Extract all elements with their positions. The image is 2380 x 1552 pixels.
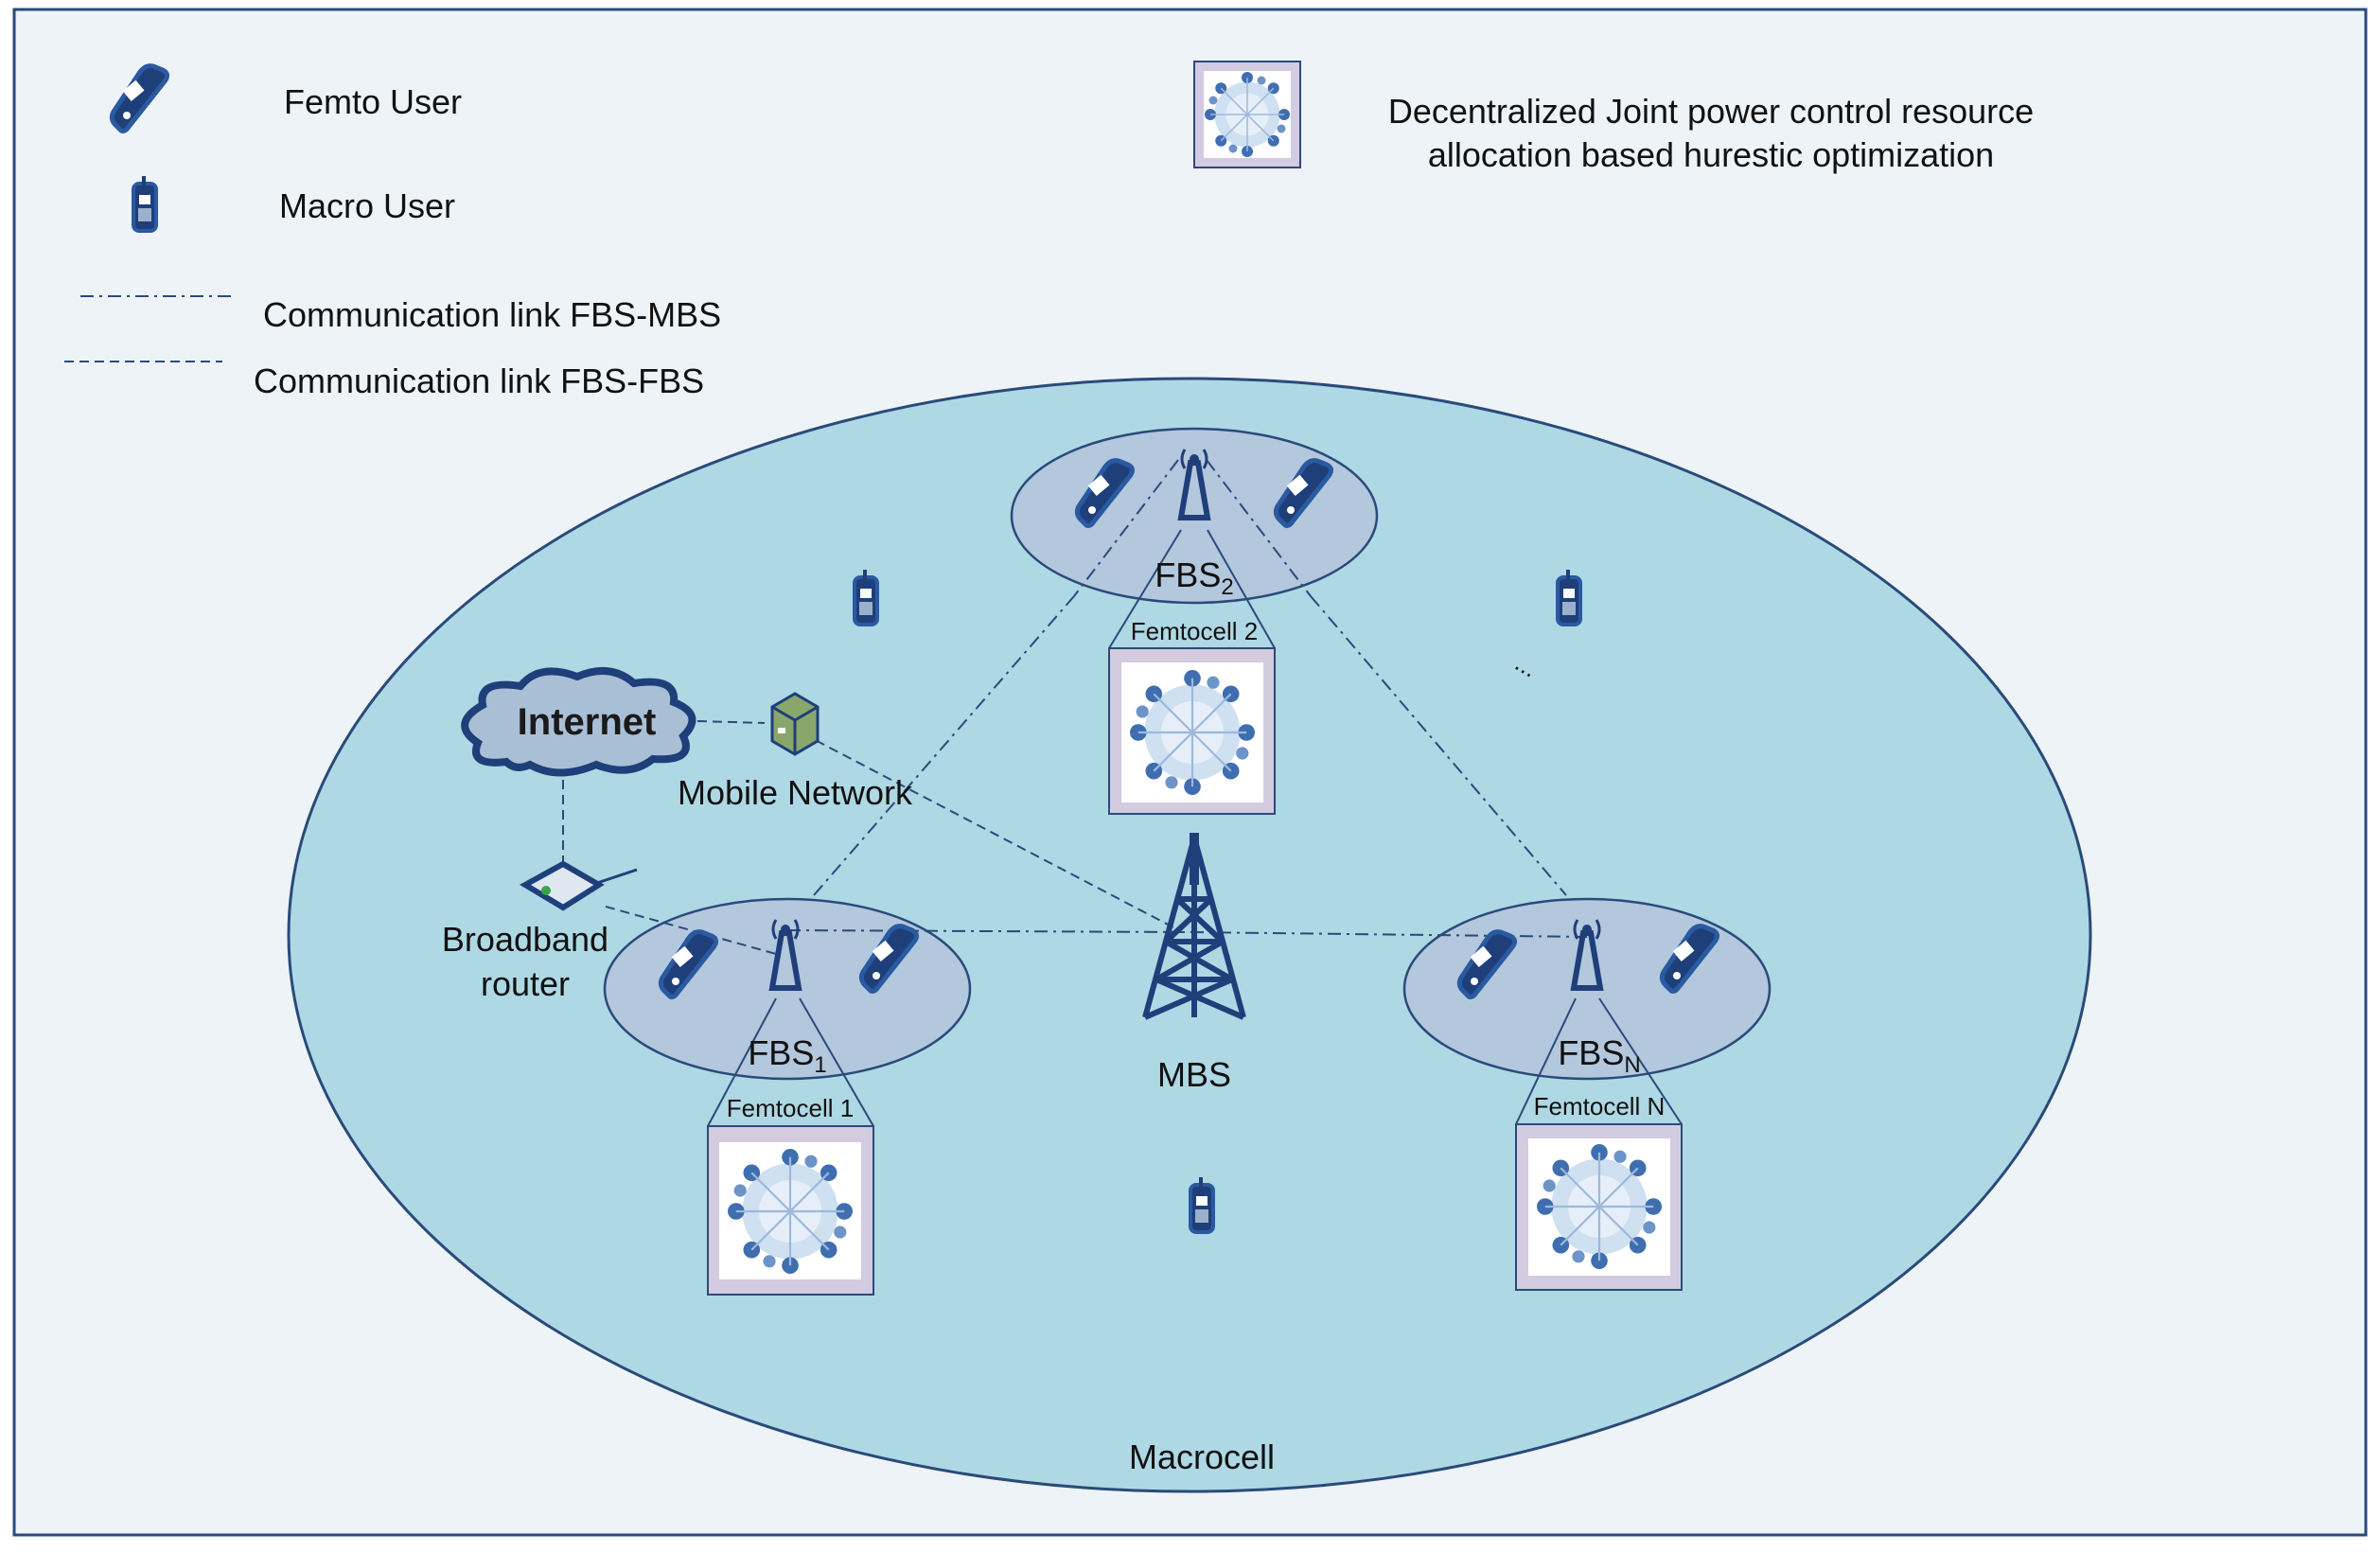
fbs-n-label-sub: N <box>1624 1052 1640 1078</box>
communication-links <box>562 459 1588 955</box>
mbs-label: MBS <box>1157 1055 1231 1094</box>
router-label-line1: Broadband <box>442 920 608 959</box>
fbs-fbs-link-legend-label: Communication link FBS-FBS <box>254 362 704 400</box>
femtocell-1-label: Femtocell 1 <box>727 1094 854 1122</box>
femtocell-2-box <box>1108 529 1276 815</box>
fbs-1-label-sub: 1 <box>814 1052 826 1078</box>
femtocell-1-box <box>707 997 874 1296</box>
femtocell-n-label: Femtocell N <box>1534 1092 1666 1120</box>
link-fbs2-left <box>1073 459 1179 597</box>
macro-user-icon <box>1189 1175 1215 1234</box>
fbs-1-label-base: FBS <box>748 1033 814 1072</box>
link-fbs1-fbs2 <box>813 595 1075 896</box>
link-mobile-network-mbs <box>802 732 1174 928</box>
link-internet-mobile-network <box>696 720 766 724</box>
fbs-n-label-base: FBS <box>1558 1033 1624 1072</box>
internet-label: Internet <box>518 701 657 743</box>
mobile-network-label: Mobile Network <box>678 773 913 812</box>
fbs-mbs-link-legend-label: Communication link FBS-MBS <box>263 295 721 334</box>
broadband-router-icon <box>519 860 638 911</box>
fbs-1-label: FBS1 <box>748 1033 826 1078</box>
femtocell-2-label: Femtocell 2 <box>1131 617 1258 645</box>
macro-user-legend-label: Macro User <box>279 186 455 225</box>
link-fbs1-mbs <box>786 929 1191 933</box>
femto-user-legend-label: Femto User <box>284 82 462 121</box>
fbs-n-label: FBSN <box>1558 1033 1640 1078</box>
macrocell-label: Macrocell <box>1129 1437 1275 1476</box>
mobile-network-server-icon <box>770 692 820 756</box>
macro-user-icon <box>1556 568 1582 626</box>
router-label-line2: router <box>481 964 570 1003</box>
legend: Femto User Macro User Communication link… <box>64 61 2034 400</box>
fbs-2-label-sub: 2 <box>1221 574 1233 600</box>
optimization-legend-label-line2: allocation based hurestic optimization <box>1428 135 1994 174</box>
macro-user-legend-icon <box>132 174 158 233</box>
femtocell-n-box <box>1515 997 1683 1291</box>
mbs-tower-icon <box>1142 833 1246 1020</box>
optimization-legend-icon <box>1193 61 1301 168</box>
internet-cloud: Internet <box>461 666 696 777</box>
fbs-2-label: FBS2 <box>1155 556 1233 600</box>
optimization-legend-label-line1: Decentralized Joint power control resour… <box>1388 92 2034 131</box>
link-fbs2-right <box>1206 459 1312 597</box>
link-fbs2-fbsn <box>1310 595 1567 896</box>
macro-user-icon <box>853 568 879 626</box>
link-mbs-fbsn <box>1190 931 1588 938</box>
fbs-2-label-base: FBS <box>1155 556 1221 594</box>
